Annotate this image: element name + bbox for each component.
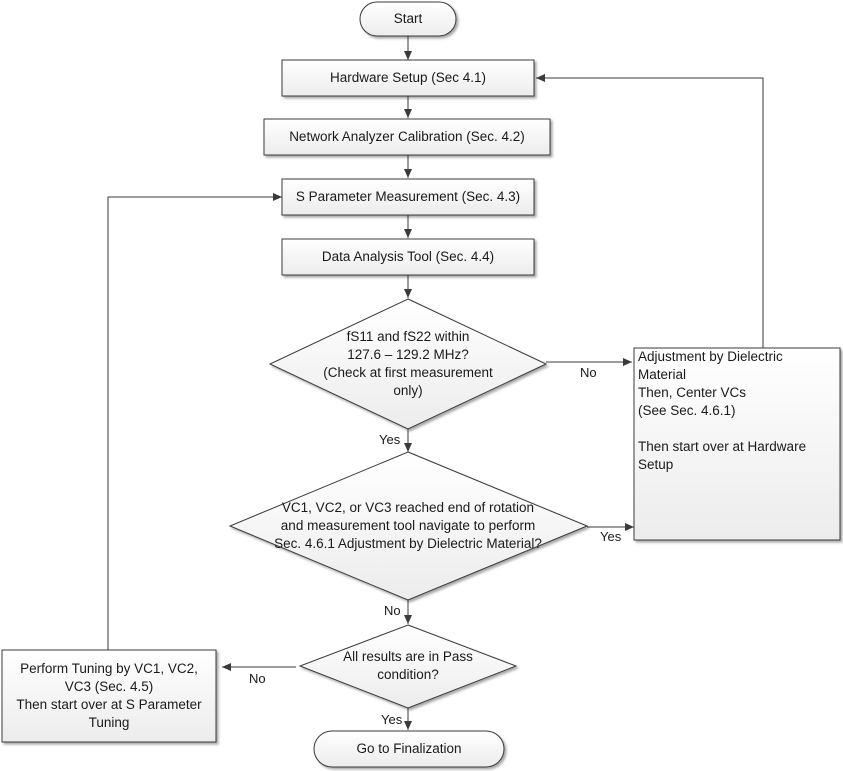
sparam-shape: [281, 178, 535, 216]
adjustment-line-7: Setup: [638, 457, 674, 472]
tuning-shape: [1, 649, 217, 743]
decision2-no-label: No: [384, 603, 401, 618]
decision1-shape: [268, 298, 548, 430]
calibration-shape: [263, 118, 551, 156]
adjustment-label: Adjustment by Dielectric Material Then, …: [634, 348, 840, 540]
adjustment-line-3: Then, Center VCs: [638, 385, 747, 400]
hardware-setup-label: Hardware Setup (Sec 4.1): [329, 70, 487, 85]
decision3-yes-label: Yes: [381, 712, 403, 727]
decision1-label: fS11 and fS22 within 127.6 – 129.2 MHz? …: [300, 318, 516, 410]
tuning-line-1: Perform Tuning by VC1, VC2,: [20, 661, 198, 676]
finalization-label: Go to Finalization: [356, 741, 462, 756]
decision2-line-1: VC1, VC2, or VC3 reached end of rotation: [281, 500, 535, 515]
adjustment-line-1: Adjustment by Dielectric: [638, 349, 783, 364]
adjustment-shape: [633, 347, 841, 541]
decision2-label: VC1, VC2, or VC3 reached end of rotation…: [246, 496, 570, 556]
adjustment-line-6: Then start over at Hardware: [638, 439, 807, 454]
tuning-line-4: Tuning: [88, 715, 130, 730]
start-label: Start: [393, 11, 423, 26]
tuning-label: Perform Tuning by VC1, VC2, VC3 (Sec. 4.…: [2, 650, 216, 742]
decision1-no-label: No: [580, 365, 597, 380]
hardware-setup-shape: [281, 59, 535, 97]
edge-adjustment-hardware: [536, 74, 764, 348]
decision3-shape: [298, 624, 518, 709]
sparam-label: S Parameter Measurement (Sec. 4.3): [295, 189, 521, 204]
decision3-line-2: condition?: [377, 667, 439, 682]
decision3-line-1: All results are in Pass: [343, 649, 473, 664]
decision3-no-label: No: [249, 671, 266, 686]
decision1-line-3: (Check at first measurement: [323, 365, 493, 380]
tuning-line-2: VC3 (Sec. 4.5): [64, 679, 154, 694]
decision1-line-1: fS11 and fS22 within: [346, 329, 470, 344]
analysis-shape: [281, 238, 535, 276]
decision2-line-2: and measurement tool navigate to perform: [280, 518, 536, 533]
decision2-line-3: Sec. 4.6.1 Adjustment by Dielectric Mate…: [274, 536, 542, 551]
finalization-terminal-shape: [313, 730, 505, 768]
decision1-yes-label: Yes: [379, 432, 401, 447]
adjustment-line-4: (See Sec. 4.6.1): [638, 403, 736, 418]
decision1-line-2: 127.6 – 129.2 MHz?: [347, 347, 469, 362]
decision2-yes-label: Yes: [600, 529, 622, 544]
decision3-label: All results are in Pass condition?: [320, 646, 496, 686]
calibration-label: Network Analyzer Calibration (Sec. 4.2): [289, 129, 525, 144]
edge-tuning-sparam: [107, 193, 282, 650]
adjustment-line-2: Material: [638, 367, 687, 382]
analysis-label: Data Analysis Tool (Sec. 4.4): [321, 249, 495, 264]
start-terminal-shape: [359, 1, 457, 37]
tuning-line-3: Then start over at S Parameter: [16, 697, 202, 712]
decision2-shape: [228, 451, 589, 601]
decision1-line-4: only): [393, 383, 423, 398]
connectors: [107, 36, 764, 730]
